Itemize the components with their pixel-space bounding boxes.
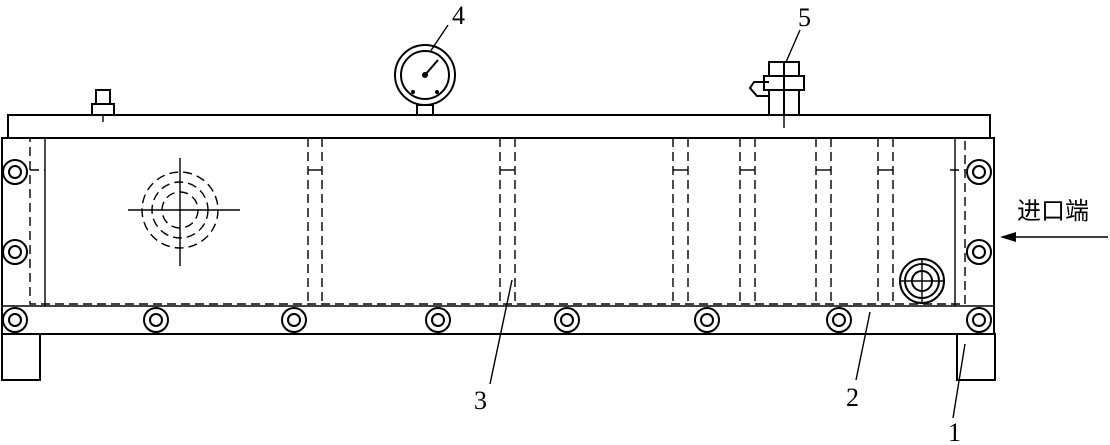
bolt-row [2,159,992,333]
bolt [281,307,307,333]
leader-line-2 [855,311,871,381]
bolt [826,307,852,333]
part-label-1: 1 [948,418,961,445]
vent-plug [91,89,115,122]
part-label-4: 4 [452,1,465,30]
bolt [2,239,28,265]
bolt [554,307,580,333]
inner-chamber-hidden [29,137,966,305]
bolt [425,307,451,333]
leader-line-5 [785,29,801,63]
leader-line-1 [952,343,966,419]
right-support-leg [956,333,996,381]
pressure-gauge [394,44,456,116]
inlet-label: 进口端 [1017,197,1089,225]
top-cover-plate [7,114,991,139]
bolt [2,307,28,333]
bolt [966,239,992,265]
part-label-5: 5 [798,3,811,32]
bolt [143,307,169,333]
left-support-leg [1,333,41,381]
valve [748,61,805,128]
bolt [966,307,992,333]
bolt [966,159,992,185]
leader-line-3 [489,279,513,385]
bolt [694,307,720,333]
part-label-3: 3 [474,386,487,415]
partition-walls [30,138,965,304]
hidden-outlet-port [128,158,240,266]
leader-line-4 [429,24,449,53]
inlet-fitting [899,258,945,304]
inlet-arrow [1000,232,1108,242]
bolt [2,159,28,185]
part-label-2: 2 [846,383,859,412]
